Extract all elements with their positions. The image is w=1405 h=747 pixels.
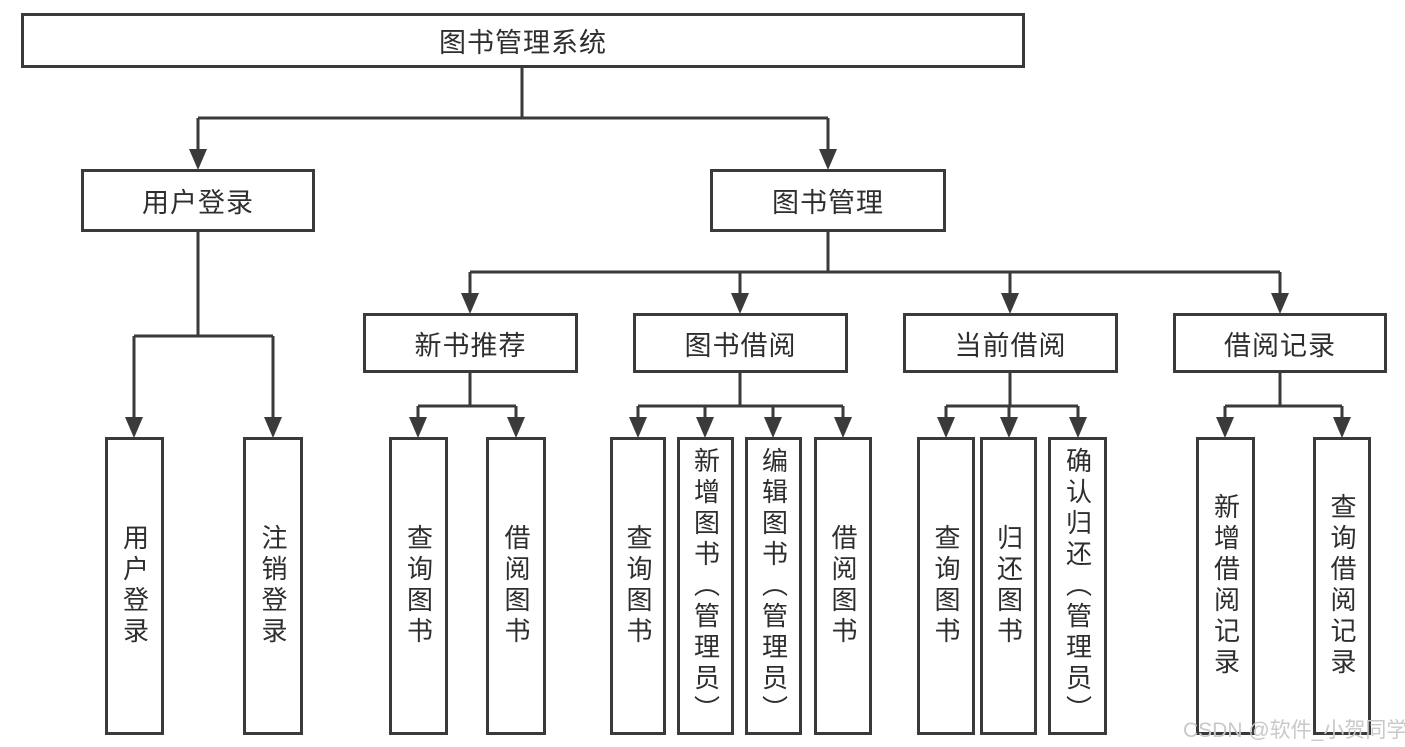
node-label: 新增图书（管理员） <box>690 446 721 726</box>
arrowhead <box>1001 293 1019 314</box>
arrowhead <box>189 149 207 170</box>
node-library-management-system: 图书管理系统 <box>21 13 1025 68</box>
node-label: 借阅图书 <box>501 524 531 648</box>
arrowhead <box>1333 417 1351 438</box>
leaf-logout: 注销登录 <box>243 437 303 735</box>
edge-borrow-records-split <box>1223 373 1344 419</box>
node-label: 用户登录 <box>119 524 150 648</box>
node-label: 编辑图书（管理员） <box>758 446 789 726</box>
node-label: 查询图书 <box>623 524 653 648</box>
node-label: 注销登录 <box>258 524 288 648</box>
node-label: 新书推荐 <box>414 330 527 361</box>
arrowhead <box>125 417 143 438</box>
arrowhead <box>937 417 955 438</box>
node-label: 图书管理 <box>772 188 884 218</box>
leaf-borrow-books-recommend: 借阅图书 <box>486 437 546 735</box>
node-book-borrowing: 图书借阅 <box>633 313 848 373</box>
arrowhead <box>507 417 525 438</box>
edge-new-book-split <box>416 373 518 419</box>
leaf-add-book-admin: 新增图书（管理员） <box>677 437 734 735</box>
node-label: 用户登录 <box>142 188 254 218</box>
node-label: 借阅记录 <box>1224 330 1336 361</box>
node-label: 图书借阅 <box>684 330 797 361</box>
edge-root-split <box>196 68 830 151</box>
edge-book-borrow-split <box>636 373 845 419</box>
arrowhead <box>264 417 282 438</box>
node-label: 确认归还（管理员） <box>1062 446 1093 726</box>
node-label: 当前借阅 <box>954 330 1067 361</box>
node-borrowing-records: 借阅记录 <box>1173 313 1387 373</box>
node-label: 新增借阅记录 <box>1210 493 1241 679</box>
edge-current-borrow-split <box>944 373 1080 419</box>
arrowhead <box>409 417 427 438</box>
edge-user-login-split <box>132 232 275 419</box>
arrowhead <box>1216 417 1234 438</box>
leaf-query-books-recommend: 查询图书 <box>389 437 448 735</box>
leaf-user-login: 用户登录 <box>105 437 164 735</box>
node-label: 查询图书 <box>403 524 434 648</box>
arrowhead <box>696 417 714 438</box>
edge-book-mgmt-split <box>468 232 1282 295</box>
node-label: 借阅图书 <box>828 524 858 648</box>
arrowhead <box>764 417 782 438</box>
arrowhead <box>731 293 749 314</box>
arrowhead <box>629 417 647 438</box>
node-new-book-recommendation: 新书推荐 <box>363 313 578 373</box>
leaf-borrow-books: 借阅图书 <box>814 437 872 735</box>
node-book-management: 图书管理 <box>710 169 946 232</box>
node-current-borrowing: 当前借阅 <box>903 313 1118 373</box>
leaf-return-book: 归还图书 <box>980 437 1037 735</box>
arrowhead <box>461 293 479 314</box>
arrowhead <box>819 149 837 170</box>
arrowhead <box>1000 417 1018 438</box>
leaf-query-books-current: 查询图书 <box>917 437 975 735</box>
node-label: 归还图书 <box>993 524 1024 648</box>
leaf-query-books-borrow: 查询图书 <box>610 437 666 735</box>
arrowhead <box>1271 293 1289 314</box>
leaf-edit-book-admin: 编辑图书（管理员） <box>745 437 802 735</box>
arrowhead <box>1069 417 1087 438</box>
node-label: 查询借阅记录 <box>1327 493 1357 679</box>
leaf-confirm-return-admin: 确认归还（管理员） <box>1048 437 1107 735</box>
node-label: 图书管理系统 <box>439 28 607 58</box>
leaf-add-borrow-record: 新增借阅记录 <box>1196 437 1255 735</box>
node-label: 查询图书 <box>931 524 961 648</box>
arrowhead <box>834 417 852 438</box>
csdn-watermark: CSDN @软件_小贺同学 <box>1183 719 1405 742</box>
node-user-login: 用户登录 <box>81 169 315 232</box>
leaf-query-borrow-record: 查询借阅记录 <box>1313 437 1371 735</box>
